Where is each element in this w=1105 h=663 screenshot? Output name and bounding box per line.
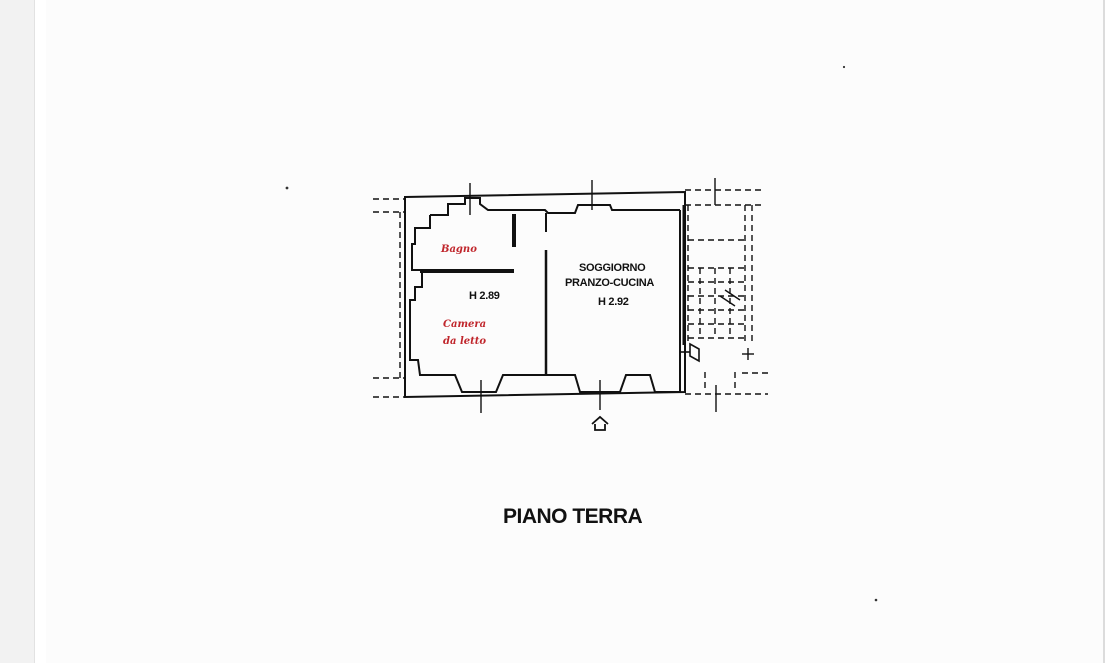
bathroom-label: Bagno [441, 244, 477, 255]
stray-mark [842, 65, 846, 69]
inner-wall-bottom [430, 210, 681, 393]
entrance-icon [591, 415, 609, 431]
stairs-icon [719, 289, 741, 307]
inner-wall-left [409, 215, 431, 376]
grid-ticks [469, 178, 754, 413]
stray-mark [285, 186, 289, 190]
adjacent-structures [373, 189, 768, 398]
room-name-soggiorno: SOGGIORNO [579, 262, 646, 274]
left-gutter [0, 0, 34, 663]
document-sheet [46, 0, 1103, 663]
plan-caption: PIANO TERRA [503, 505, 643, 528]
page-margin [34, 0, 47, 663]
room-name-pranzo-cucina: PRANZO-CUCINA [565, 277, 654, 289]
stray-mark [874, 598, 878, 602]
bedroom-label-line1: Camera [443, 319, 487, 330]
bedroom-label-line2: da letto [443, 336, 487, 347]
page-edge [1103, 0, 1105, 663]
room-height-bedroom: H 2.89 [469, 290, 500, 302]
door-icon [680, 342, 700, 363]
plan-walls [404, 190, 686, 399]
room-height-living: H 2.92 [598, 296, 629, 308]
inner-wall-top [430, 197, 680, 216]
